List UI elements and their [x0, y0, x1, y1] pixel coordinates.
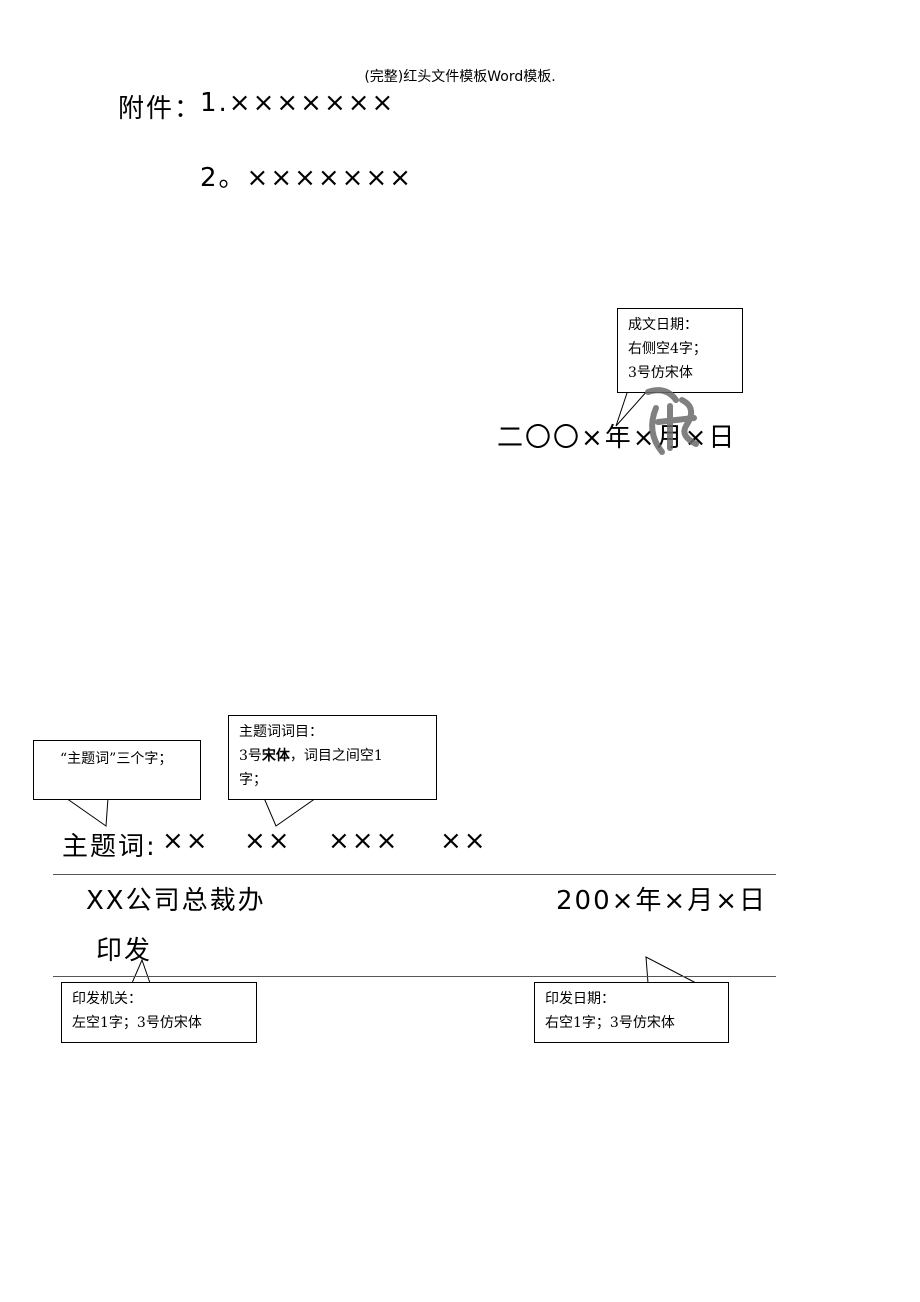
attachment-item-1: 1.×××××××: [200, 88, 396, 118]
subject-label-callout: “主题词”三个字；: [33, 740, 201, 800]
date-callout-line-3: 3号仿宋体: [628, 365, 693, 381]
subject-term-4: ××: [440, 826, 488, 856]
date-callout-line-1: 成文日期：: [628, 317, 698, 333]
subject-term-3: ×××: [328, 826, 400, 856]
issue-date: 200×年×月×日: [556, 886, 767, 916]
subject-term-1: ××: [162, 826, 210, 856]
subject-label-callout-text: “主题词”三个字；: [60, 751, 173, 767]
subject-terms-callout-line-1: 主题词词目：: [239, 724, 323, 740]
footer-bottom-rule: [53, 976, 776, 977]
date-callout: 成文日期： 右侧空4字； 3号仿宋体: [617, 308, 743, 393]
issuer-callout-line-1: 印发机关：: [72, 991, 142, 1007]
footer-top-rule: [53, 874, 776, 875]
issuing-office: XX公司总裁办: [86, 886, 266, 916]
subject-terms-callout: 主题词词目： 3号宋体，词目之间空1 字；: [228, 715, 437, 800]
issuer-callout-line-2: 左空1字；3号仿宋体: [72, 1015, 202, 1031]
signature-date: 二〇〇×年×月×日: [497, 423, 737, 453]
issue-word: 印发: [96, 936, 153, 966]
date-callout-line-2: 右侧空4字；: [628, 341, 707, 357]
issue-date-callout-line-1: 印发日期：: [545, 991, 615, 1007]
document-title: (完整)红头文件模板Word模板.: [364, 69, 556, 85]
subject-terms-callout-line-2: 3号宋体，词目之间空1: [239, 748, 383, 764]
issuer-callout: 印发机关： 左空1字；3号仿宋体: [61, 982, 257, 1043]
subject-label: 主题词:: [62, 832, 157, 862]
issue-date-callout-line-2: 右空1字；3号仿宋体: [545, 1015, 675, 1031]
attachment-label: 附件：: [118, 94, 203, 124]
seal-stamp-icon: [645, 387, 699, 455]
subject-term-2: ××: [244, 826, 292, 856]
issue-date-callout: 印发日期： 右空1字；3号仿宋体: [534, 982, 729, 1043]
subject-terms-callout-line-3: 字；: [239, 772, 267, 788]
attachment-item-2: 2。×××××××: [200, 163, 414, 193]
